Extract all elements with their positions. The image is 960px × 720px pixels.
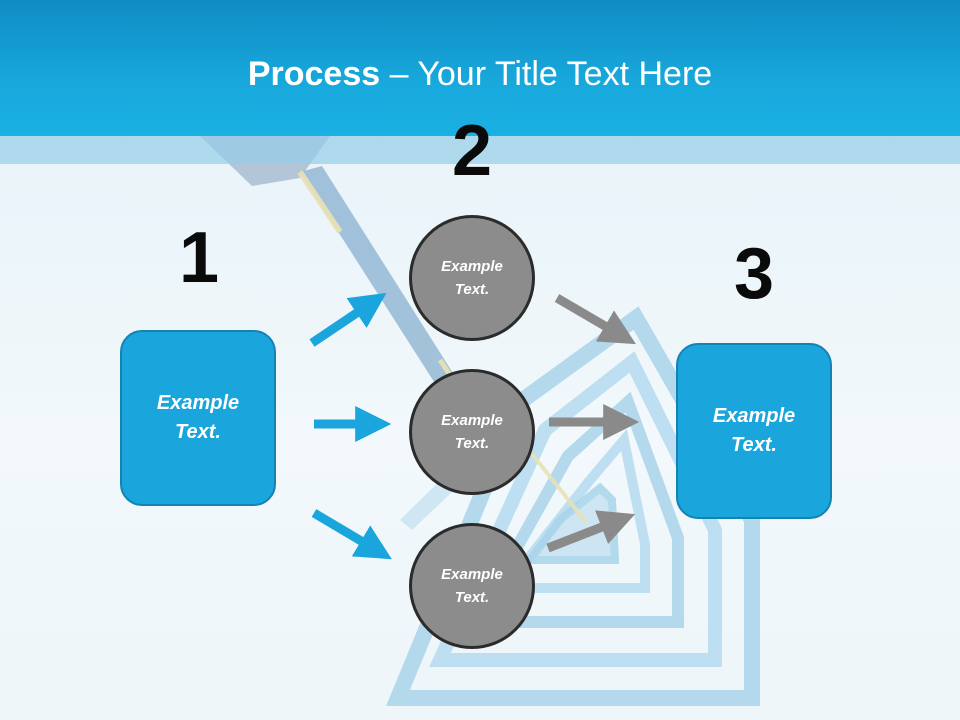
arrow-icon-gray-up [546, 510, 636, 553]
arrow-icon-gray-down [554, 294, 636, 345]
step-1-box: Example Text. [120, 330, 276, 506]
slide-title: Process – Your Title Text Here [0, 52, 960, 96]
step-1-text: Example Text. [156, 392, 240, 443]
title-bar [0, 0, 960, 136]
step-number-2: 2 [451, 111, 493, 191]
step-3-box: Example Text. [676, 343, 832, 519]
circle-middle-text: Example Text. [441, 412, 503, 452]
circle-top-text: Example Text. [441, 258, 503, 298]
step-2-circle-middle: Example Text. [409, 369, 535, 495]
step-number-1: 1 [178, 218, 220, 298]
title-bar-shadow [0, 136, 960, 164]
step-2-circle-bottom: Example Text. [409, 523, 535, 649]
circle-bottom-text: Example Text. [441, 566, 503, 606]
title-bold: Process [247, 55, 381, 93]
step-3-text: Example Text. [712, 405, 796, 456]
step-number-3: 3 [733, 234, 775, 314]
title-rest: – Your Title Text Here [380, 55, 713, 93]
step-2-circle-top: Example Text. [409, 215, 535, 341]
arrow-icon-blue-up [309, 292, 387, 347]
arrow-icon-blue-down [311, 509, 392, 560]
